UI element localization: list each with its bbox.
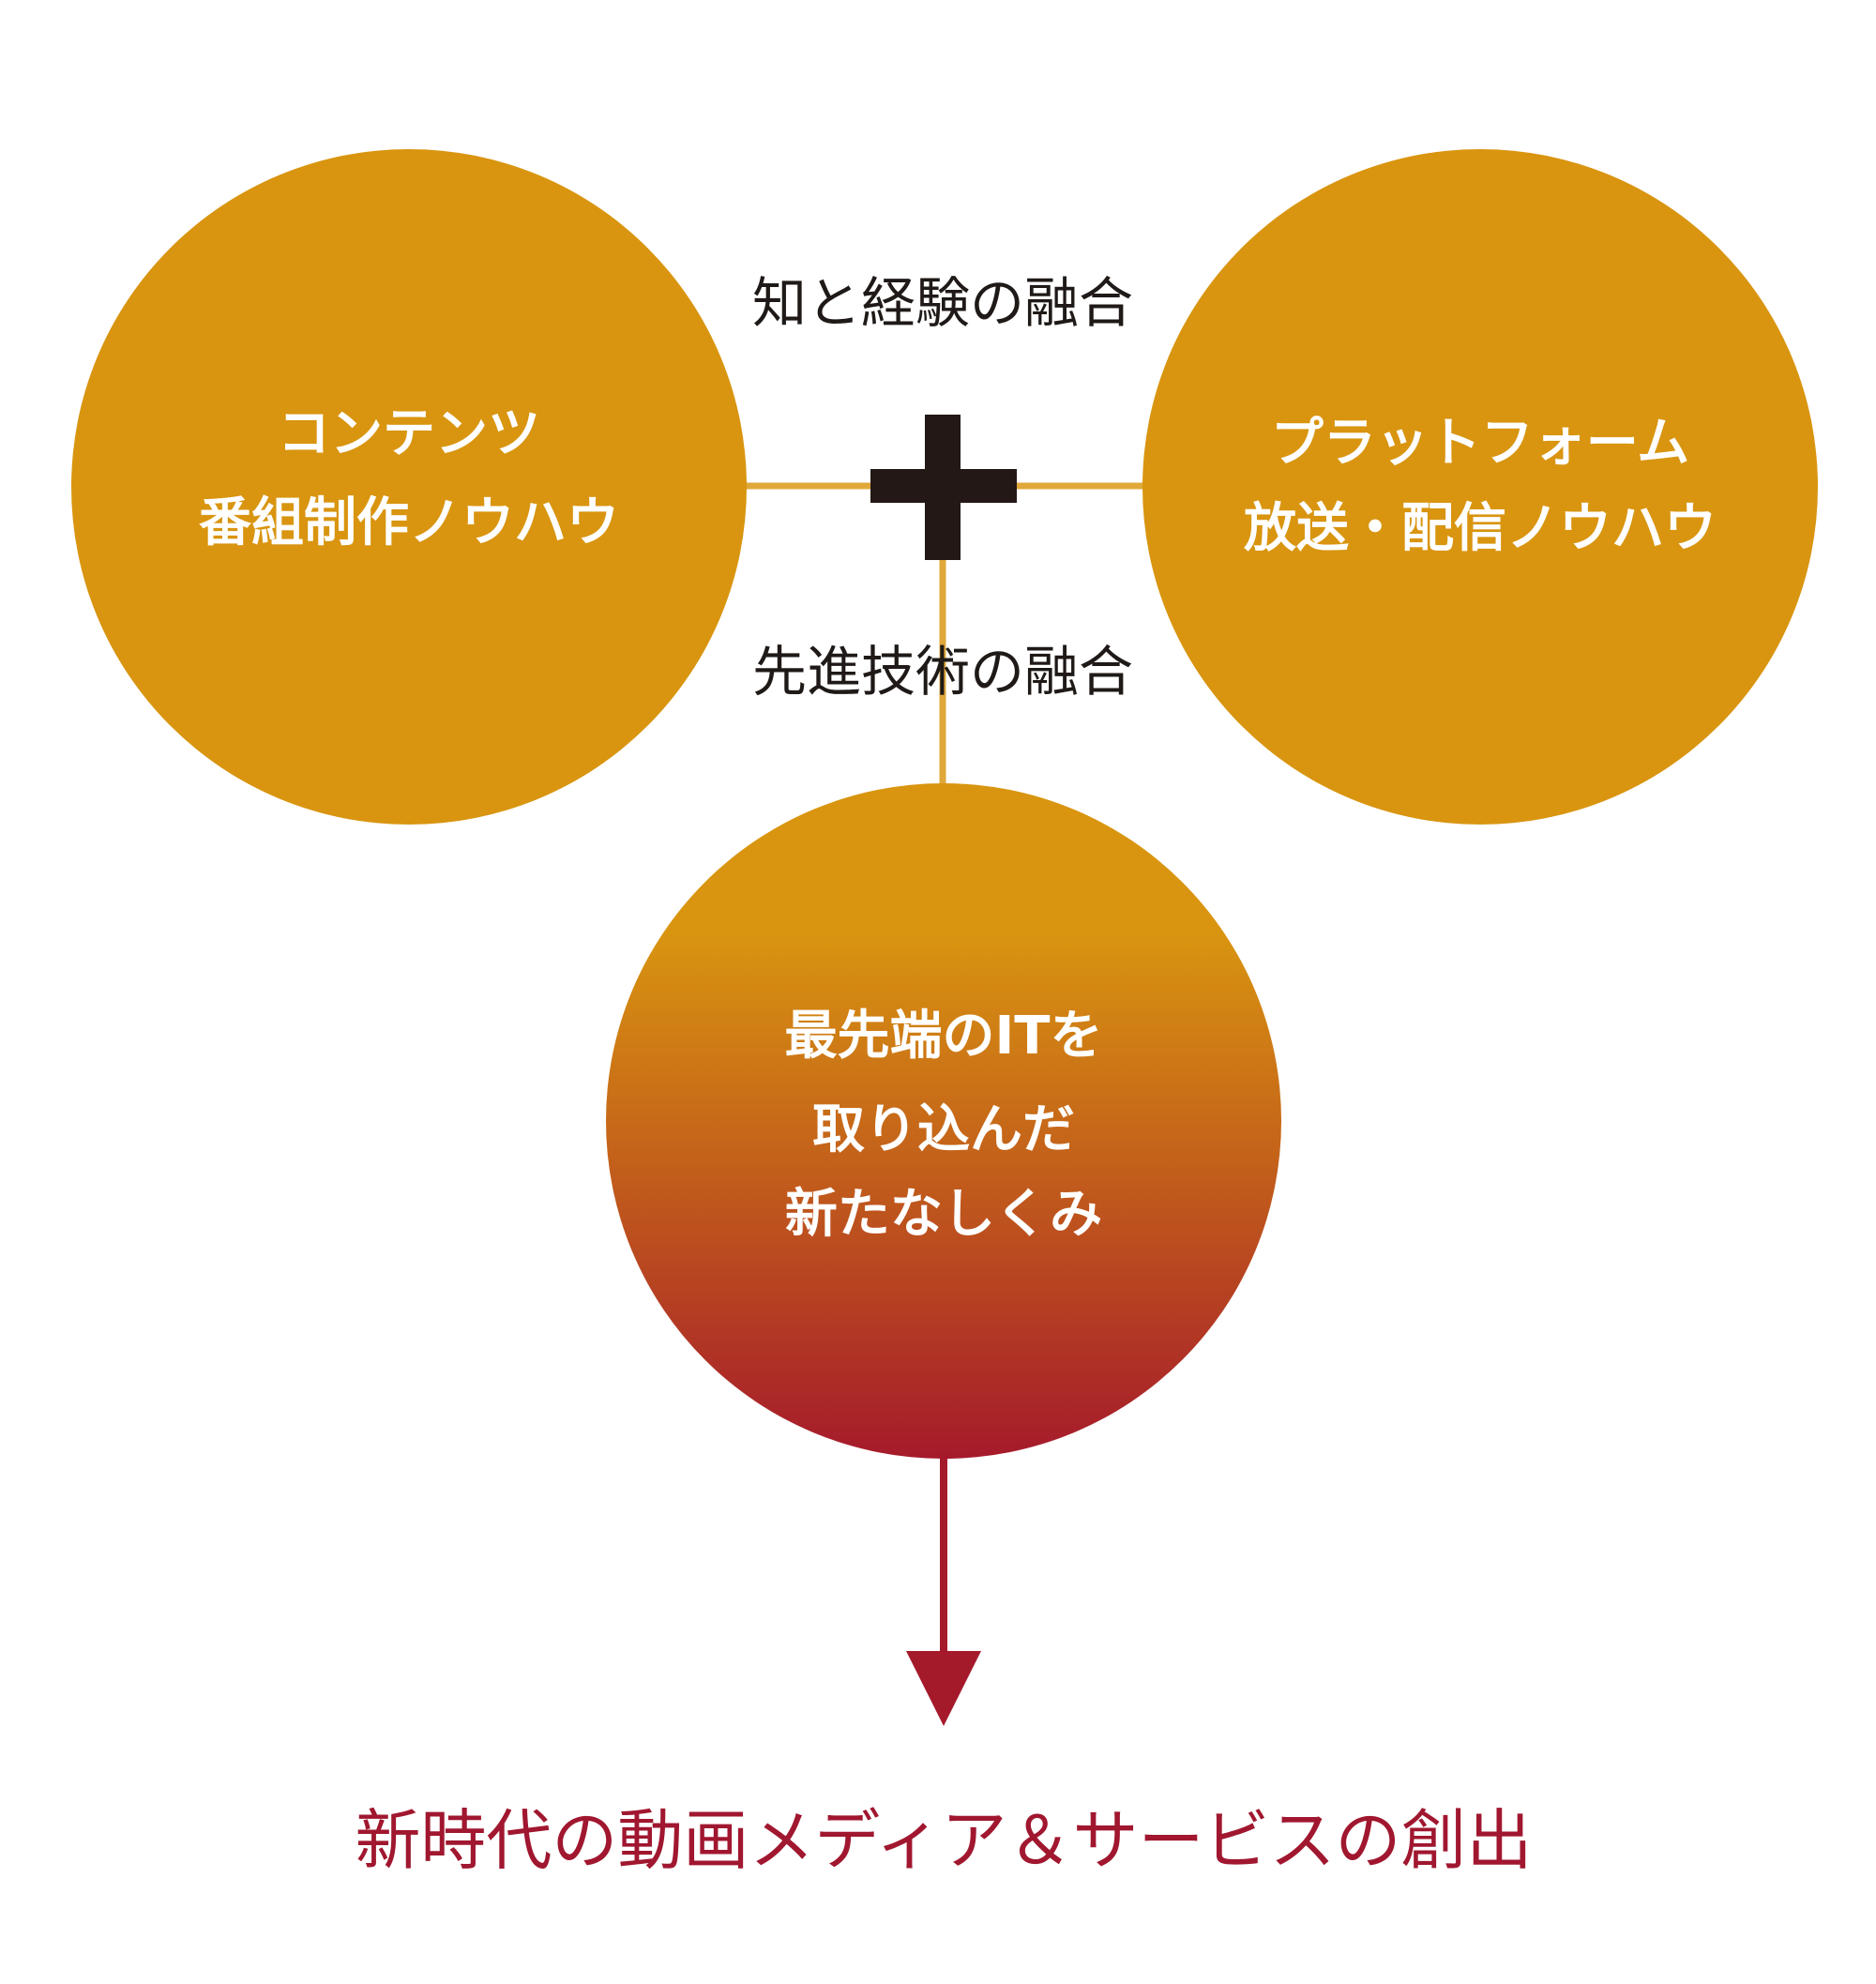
new-system-line-1: 最先端のITを [784,1006,1102,1067]
platform-circle [1142,149,1818,825]
new-system-circle [606,783,1281,1459]
new-system-line-2: 取り込んだ [812,1099,1075,1160]
contents-line-1: コンテンツ [278,403,540,464]
platform-line-2: 放送・配信ノウハウ [1244,498,1717,559]
result-heading: 新時代の動画メディア＆サービスの創出 [355,1802,1532,1879]
contents-line-2: 番組制作ノウハウ [199,492,619,553]
technology-fusion-label: 先進技術の融合 [752,640,1133,704]
contents-circle [71,149,747,825]
knowledge-fusion-label: 知と経験の融合 [752,271,1133,335]
new-system-line-3: 新たなしくみ [785,1184,1102,1245]
plus-icon [870,415,1017,560]
down-arrow-icon [906,1454,981,1726]
platform-line-1: プラットフォーム [1271,413,1689,474]
